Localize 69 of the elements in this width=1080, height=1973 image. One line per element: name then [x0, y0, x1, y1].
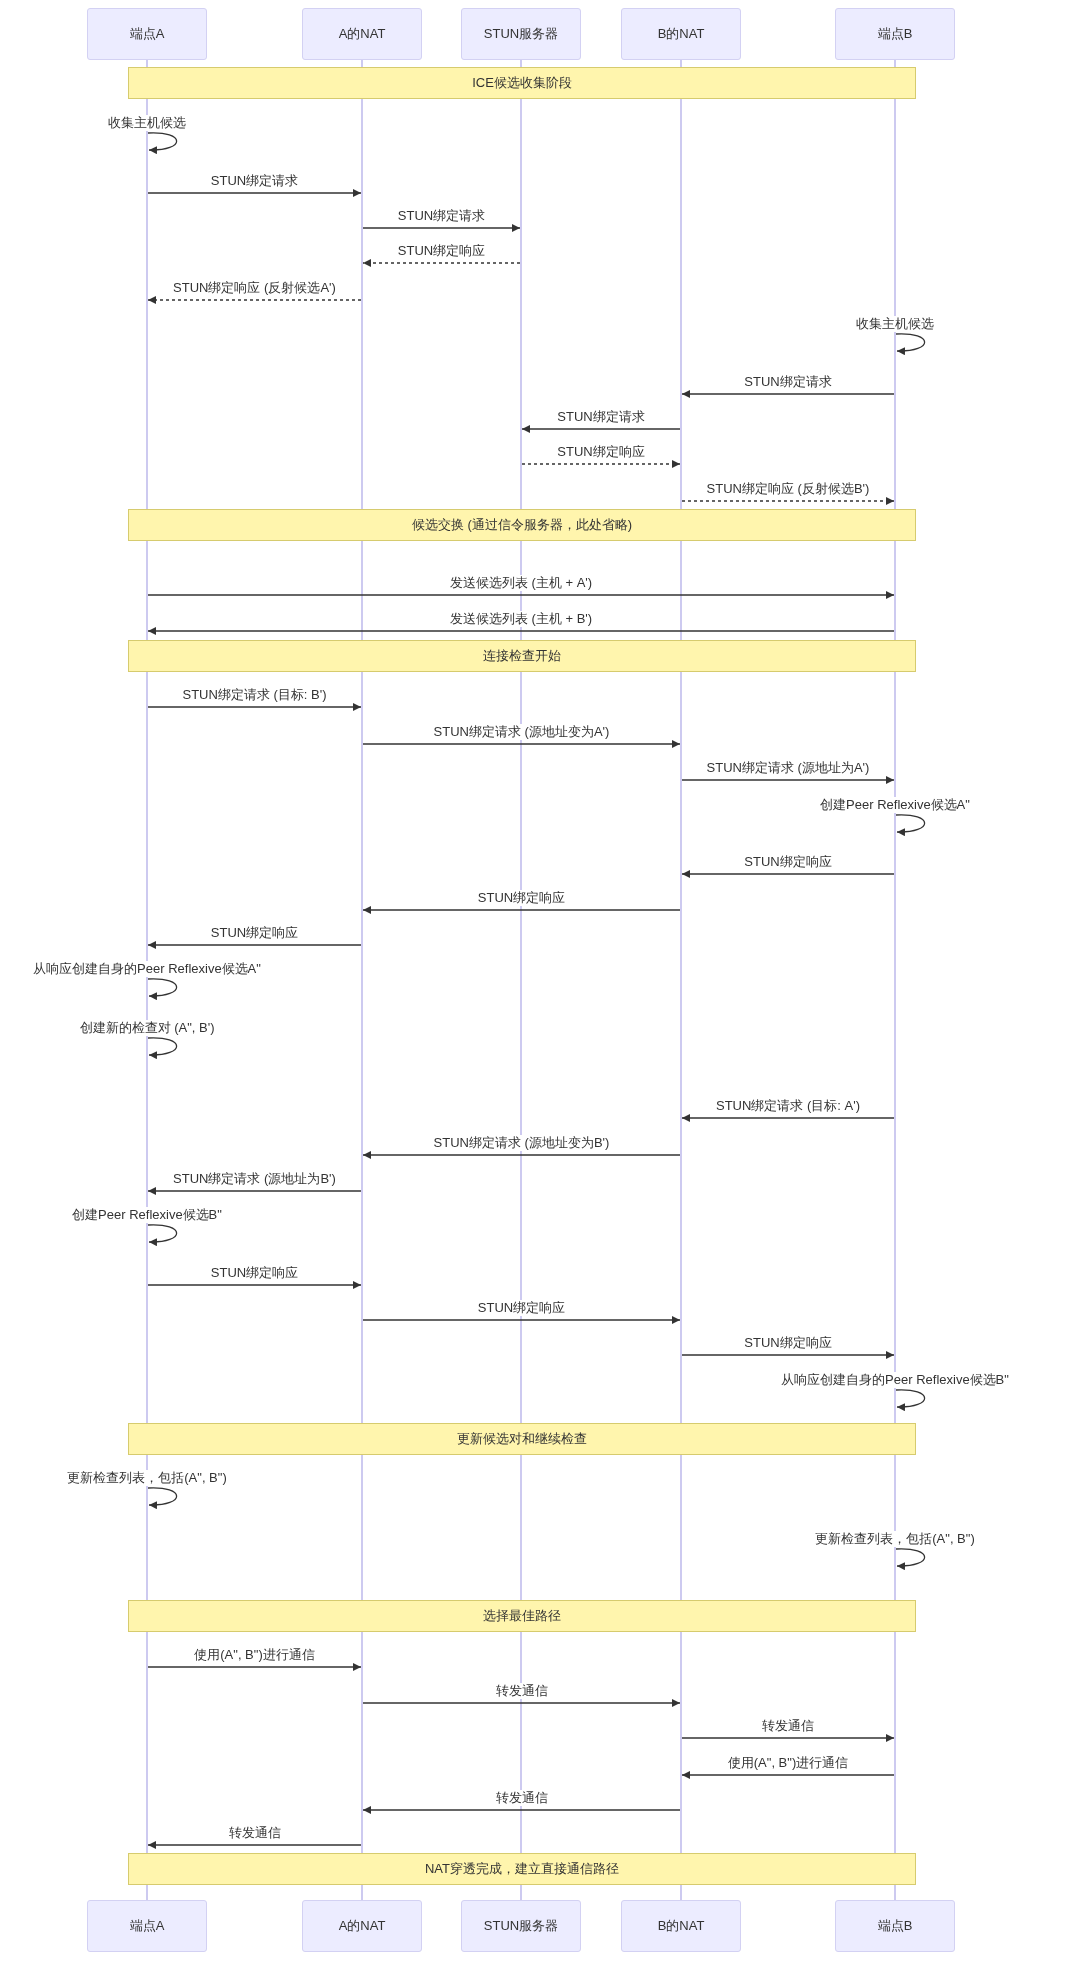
message-arrow — [362, 1699, 681, 1707]
message-arrow — [147, 1187, 362, 1195]
participant-label: 端点A — [129, 25, 165, 44]
participant-label: 端点B — [877, 1917, 913, 1936]
message-arrow — [521, 460, 681, 468]
message-arrow — [681, 1771, 895, 1779]
message-arrow — [147, 591, 895, 599]
message-arrow — [362, 1151, 681, 1159]
self-message-arrow — [895, 1389, 926, 1411]
note-text: 候选交换 (通过信令服务器，此处省略) — [411, 516, 633, 535]
message-arrow — [147, 941, 362, 949]
message-arrow — [362, 224, 521, 232]
message-arrow — [147, 627, 895, 635]
message-arrow — [147, 703, 362, 711]
participant-box — [87, 8, 207, 60]
self-message-arrow — [895, 333, 926, 355]
message-arrow — [681, 776, 895, 784]
message-arrow — [681, 390, 895, 398]
message-arrow — [147, 189, 362, 197]
message-arrow — [681, 1351, 895, 1359]
message-arrow — [147, 1663, 362, 1671]
participant-box — [835, 1900, 955, 1952]
note-band — [128, 509, 916, 541]
note-band — [128, 1853, 916, 1885]
message-arrow — [681, 497, 895, 505]
self-message-arrow — [147, 1037, 178, 1059]
message-arrow — [362, 906, 681, 914]
note-text: 选择最佳路径 — [483, 1607, 561, 1626]
participant-label: B的NAT — [657, 1917, 705, 1936]
message-arrow — [362, 1316, 681, 1324]
participant-label: 端点B — [877, 25, 913, 44]
message-arrow — [681, 1114, 895, 1122]
participant-box — [835, 8, 955, 60]
self-message-arrow — [147, 1224, 178, 1246]
participant-label: STUN服务器 — [483, 25, 559, 44]
message-arrow — [681, 1734, 895, 1742]
message-arrow — [681, 870, 895, 878]
message-arrow — [147, 1841, 362, 1849]
note-band — [128, 67, 916, 99]
message-arrow — [147, 1281, 362, 1289]
self-message-arrow — [147, 132, 178, 154]
note-text: 连接检查开始 — [483, 647, 561, 666]
self-message-arrow — [147, 978, 178, 1000]
message-arrow — [362, 1806, 681, 1814]
participant-label: STUN服务器 — [483, 1917, 559, 1936]
participant-box — [302, 1900, 422, 1952]
note-band — [128, 1423, 916, 1455]
participant-box — [302, 8, 422, 60]
participant-label: 端点A — [129, 1917, 165, 1936]
participant-box — [621, 8, 741, 60]
participant-box — [461, 8, 581, 60]
self-message-arrow — [147, 1487, 178, 1509]
participant-label: A的NAT — [338, 25, 386, 44]
note-band — [128, 1600, 916, 1632]
participant-label: A的NAT — [338, 1917, 386, 1936]
participant-box — [621, 1900, 741, 1952]
participant-box — [461, 1900, 581, 1952]
participant-box — [87, 1900, 207, 1952]
message-arrow — [362, 740, 681, 748]
note-band — [128, 640, 916, 672]
note-text: ICE候选收集阶段 — [472, 74, 572, 93]
note-text: 更新候选对和继续检查 — [457, 1430, 587, 1449]
message-arrow — [521, 425, 681, 433]
participant-label: B的NAT — [657, 25, 705, 44]
note-text: NAT穿透完成，建立直接通信路径 — [424, 1860, 619, 1879]
self-message-arrow — [895, 1548, 926, 1570]
message-arrow — [147, 296, 362, 304]
self-message-arrow — [895, 814, 926, 836]
message-arrow — [362, 259, 521, 267]
